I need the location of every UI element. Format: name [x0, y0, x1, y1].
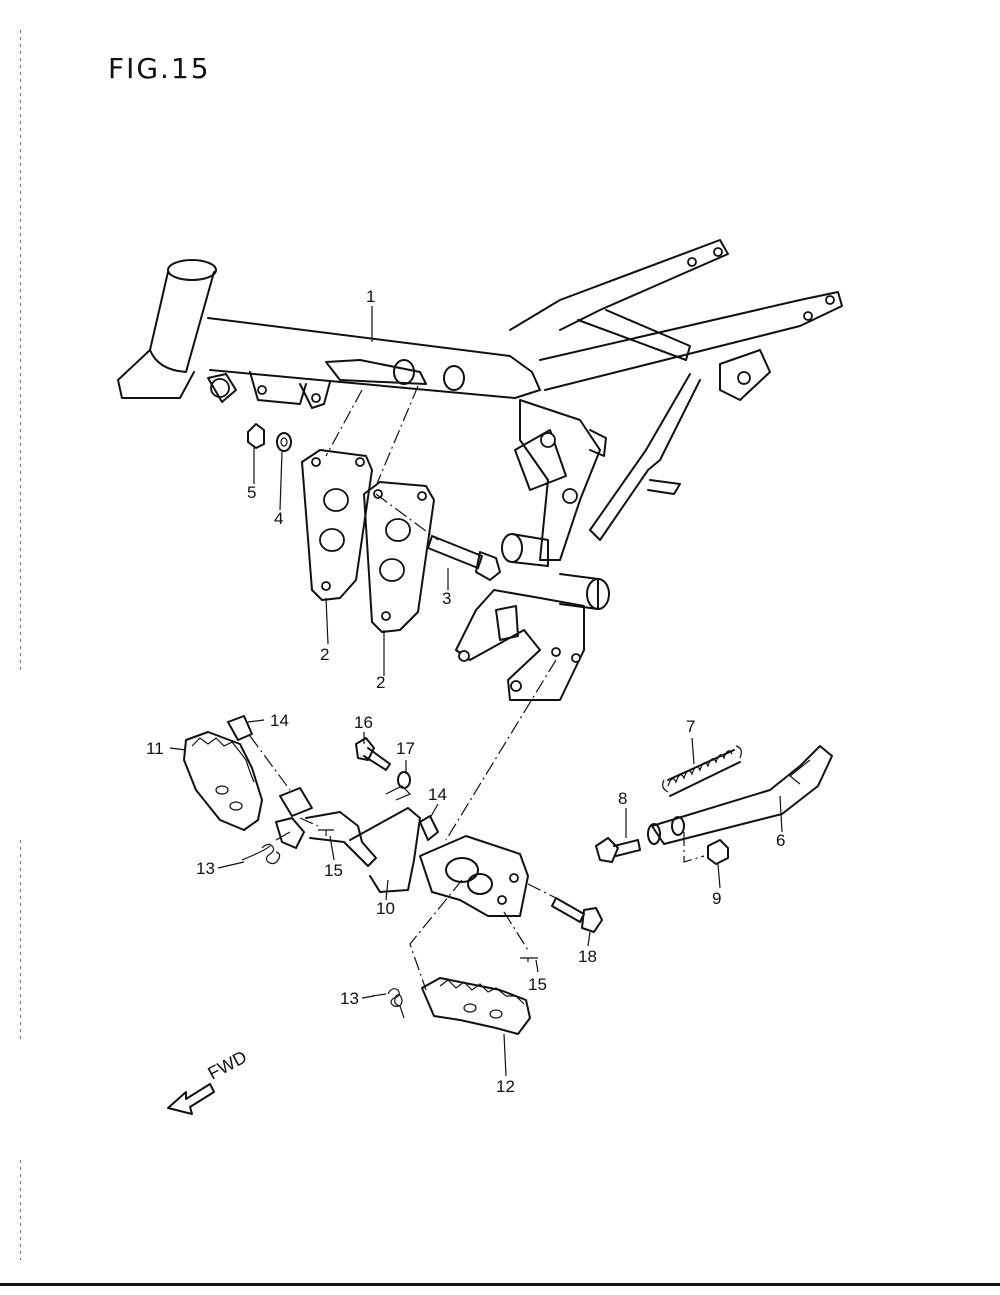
callout-10: 10 — [376, 899, 395, 918]
callout-4: 4 — [274, 509, 283, 528]
callout-1: 1 — [366, 287, 375, 306]
leader-lines — [169, 306, 783, 1077]
binding-mark — [20, 30, 21, 670]
washer-17 — [397, 771, 411, 789]
callout-8: 8 — [618, 789, 627, 808]
engine-mount-plate-rear — [363, 481, 435, 633]
figure-title: FIG.15 — [108, 52, 211, 85]
nut-9 — [707, 839, 729, 865]
bolt-3 — [427, 535, 501, 581]
nut-5 — [247, 423, 265, 449]
cotter-pin-15-lower — [520, 957, 538, 962]
callout-12: 12 — [496, 1077, 515, 1096]
fwd-label: FWD — [204, 1047, 250, 1084]
callout-15-upper: 15 — [324, 861, 343, 880]
spring-13-lower — [371, 988, 405, 1019]
engine-mount-plate-front — [301, 449, 373, 601]
footrest-left-11 — [183, 731, 263, 831]
callout-3: 3 — [442, 589, 451, 608]
side-stand-6 — [647, 745, 833, 845]
spring-13-upper — [241, 831, 291, 865]
pin-14-lower — [419, 815, 439, 841]
bolt-8 — [595, 837, 641, 863]
callout-5: 5 — [247, 483, 256, 502]
callout-14-lower: 14 — [428, 785, 447, 804]
callout-6: 6 — [776, 831, 785, 850]
callout-labels: 1 2 2 3 4 5 6 7 8 9 10 11 12 13 13 14 14… — [146, 287, 785, 1096]
callout-15-lower: 15 — [528, 975, 547, 994]
callout-16: 16 — [354, 713, 373, 732]
callout-17: 17 — [396, 739, 415, 758]
binding-mark — [20, 840, 21, 1040]
pin-14-upper — [227, 715, 253, 741]
washer-4 — [276, 432, 292, 452]
bolt-16 — [355, 737, 391, 771]
footrest-right-12 — [421, 977, 531, 1035]
callout-18: 18 — [578, 947, 597, 966]
callout-11: 11 — [146, 739, 164, 758]
callout-2-rear: 2 — [376, 673, 385, 692]
frame — [117, 239, 843, 701]
callout-13-lower: 13 — [340, 989, 359, 1008]
callout-9: 9 — [712, 889, 721, 908]
callout-13-upper: 13 — [196, 859, 215, 878]
callout-14-upper: 14 — [270, 711, 289, 730]
callout-7: 7 — [686, 717, 695, 736]
bolt-18 — [551, 897, 603, 933]
cotter-pin-15-upper — [318, 829, 334, 836]
spring-7 — [662, 745, 742, 797]
callout-2-front: 2 — [320, 645, 329, 664]
footrest-bracket-10 — [275, 787, 529, 917]
forward-arrow-icon — [167, 1083, 215, 1115]
binding-mark — [20, 1160, 21, 1260]
bottom-border — [0, 1283, 1000, 1286]
